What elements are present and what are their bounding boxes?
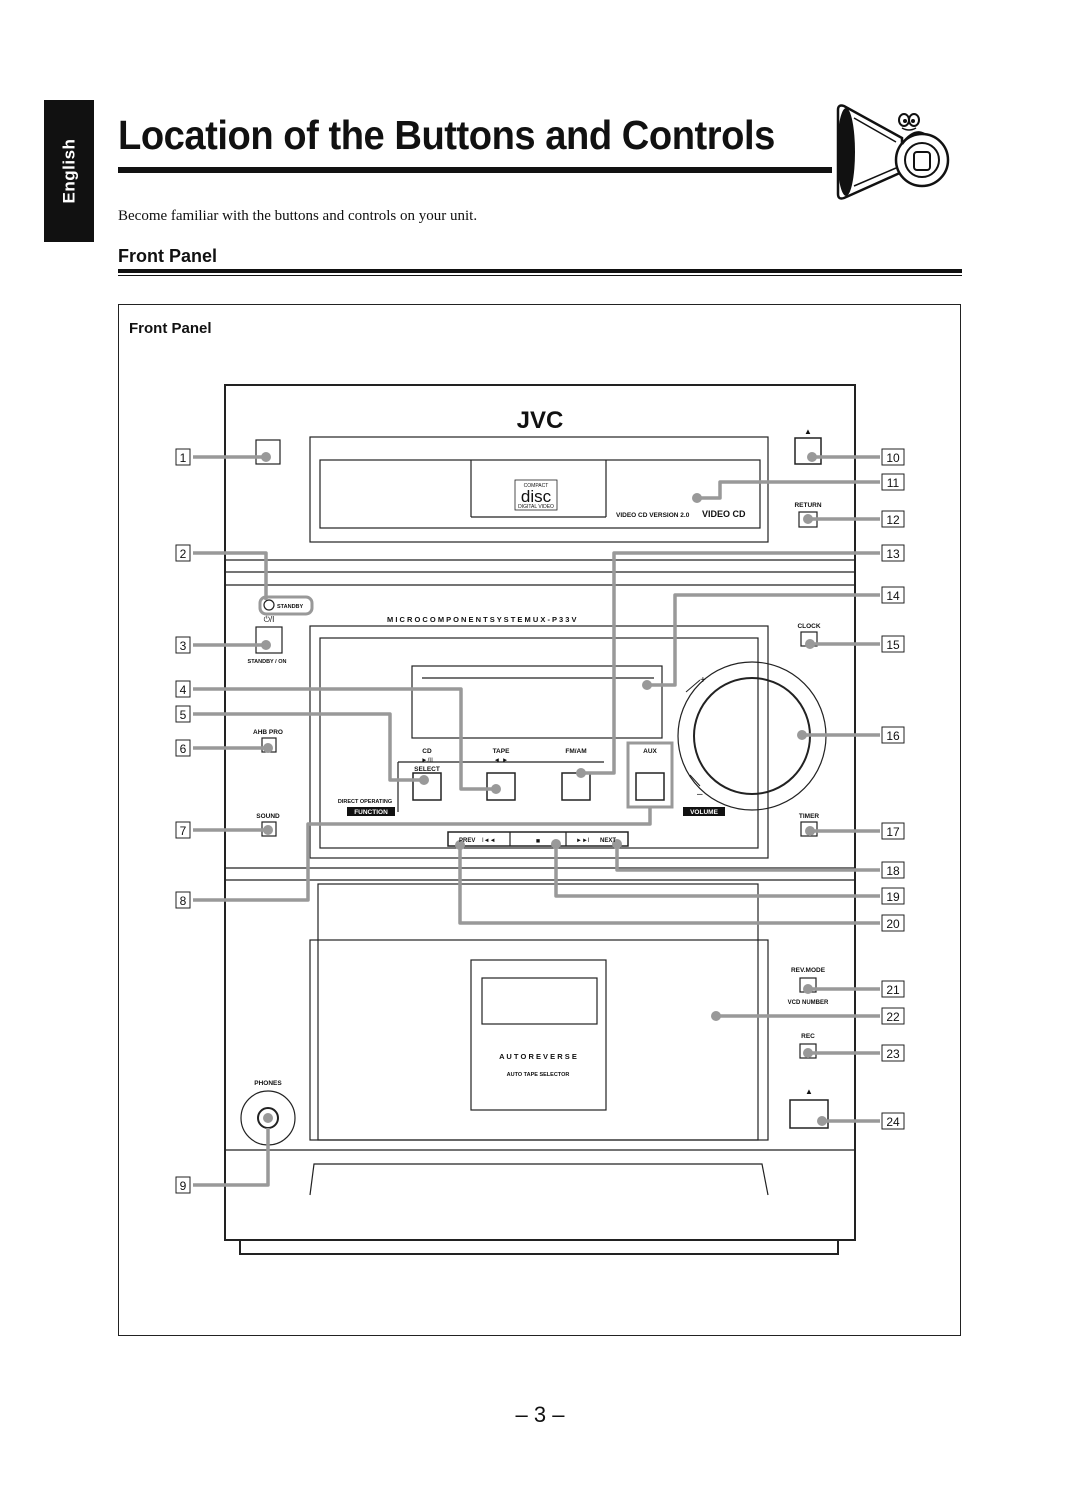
vcd-number-label: VCD NUMBER <box>788 1000 829 1006</box>
intro-text: Become familiar with the buttons and con… <box>118 208 478 224</box>
callout-21: 21 <box>886 983 900 997</box>
ahb-pro-label: AHB PRO <box>253 729 283 736</box>
callout-10: 10 <box>886 451 900 465</box>
title-rule <box>118 167 832 173</box>
model-line: M I C R O C O M P O N E N T S Y S T E M … <box>387 615 577 624</box>
function-label: FUNCTION <box>354 809 388 816</box>
jvc-logo: JVC <box>517 407 564 434</box>
next-icon: ►►I <box>576 838 590 844</box>
timer-label: TIMER <box>799 813 820 820</box>
compact-disc-bottom: DIGITAL VIDEO <box>518 504 554 510</box>
figure-title: Front Panel <box>129 320 212 337</box>
callout-17: 17 <box>886 825 900 839</box>
section-rule <box>118 269 962 273</box>
callout-11: 11 <box>887 476 900 490</box>
return-label: RETURN <box>794 502 821 509</box>
horn-mascot-icon <box>836 104 950 200</box>
section-rule-thin <box>118 275 962 276</box>
prev-icon: I◄◄ <box>482 838 496 844</box>
cd-eject-icon: ▲ <box>804 427 812 436</box>
section-title: Front Panel <box>118 246 218 266</box>
volume-plus: + <box>700 675 706 686</box>
callout-15: 15 <box>886 638 900 652</box>
power-symbol: ⏻/I <box>264 615 275 624</box>
callout-24: 24 <box>886 1115 900 1129</box>
video-cd-version: VIDEO CD VERSION 2.0 <box>616 512 690 519</box>
compact-disc-top: COMPACT <box>524 483 549 489</box>
page-number: – 3 – <box>515 1402 565 1427</box>
callout-19: 19 <box>886 890 900 904</box>
callout-8: 8 <box>180 894 187 908</box>
callout-3: 3 <box>180 639 187 653</box>
callout-23: 23 <box>886 1047 900 1061</box>
callout-18: 18 <box>886 864 900 878</box>
callout-14: 14 <box>886 589 900 603</box>
sound-label: SOUND <box>256 813 280 820</box>
phones-label: PHONES <box>254 1080 282 1087</box>
callout-12: 12 <box>886 513 900 527</box>
callout-9: 9 <box>180 1179 187 1193</box>
callout-13: 13 <box>886 547 900 561</box>
video-cd-logo: VIDEO CD <box>702 509 746 519</box>
auto-tape-selector-label: AUTO TAPE SELECTOR <box>507 1072 570 1078</box>
clock-label: CLOCK <box>797 623 820 630</box>
cd-play-icon: ►/II <box>421 757 433 764</box>
callout-1: 1 <box>180 451 187 465</box>
auto-reverse-label: A U T O R E V E R S E <box>499 1052 577 1061</box>
callout-22: 22 <box>886 1010 900 1024</box>
callout-20: 20 <box>886 917 900 931</box>
callout-4: 4 <box>180 683 187 697</box>
cd-label: CD <box>422 748 432 755</box>
prev-label: PREV <box>459 838 475 844</box>
callout-7: 7 <box>180 824 187 838</box>
callout-2: 2 <box>180 547 187 561</box>
direct-operating-label: DIRECT OPERATING <box>338 799 392 805</box>
callout-6: 6 <box>180 742 187 756</box>
fm-am-label: FM/AM <box>565 748 586 755</box>
stop-icon: ■ <box>536 838 540 845</box>
aux-label: AUX <box>643 748 657 755</box>
compact-disc-logo: disc <box>521 487 552 506</box>
callout-5: 5 <box>180 708 187 722</box>
standby-on-label: STANDBY / ON <box>248 659 287 665</box>
volume-minus: – <box>697 789 703 800</box>
callout-16: 16 <box>886 729 900 743</box>
tape-direction-icon: ◄ ► <box>494 757 509 764</box>
rec-label: REC <box>801 1033 815 1040</box>
language-tab: English <box>44 100 94 242</box>
tape-label: TAPE <box>493 748 511 755</box>
page-title: Location of the Buttons and Controls <box>118 112 775 158</box>
select-label: SELECT <box>414 766 440 773</box>
rev-mode-label: REV.MODE <box>791 967 826 974</box>
tape-eject-icon: ▲ <box>805 1087 813 1096</box>
standby-label: STANDBY <box>277 604 304 610</box>
figure-frame <box>118 304 961 1336</box>
volume-label: VOLUME <box>690 809 718 816</box>
next-label: NEXT <box>600 838 616 844</box>
